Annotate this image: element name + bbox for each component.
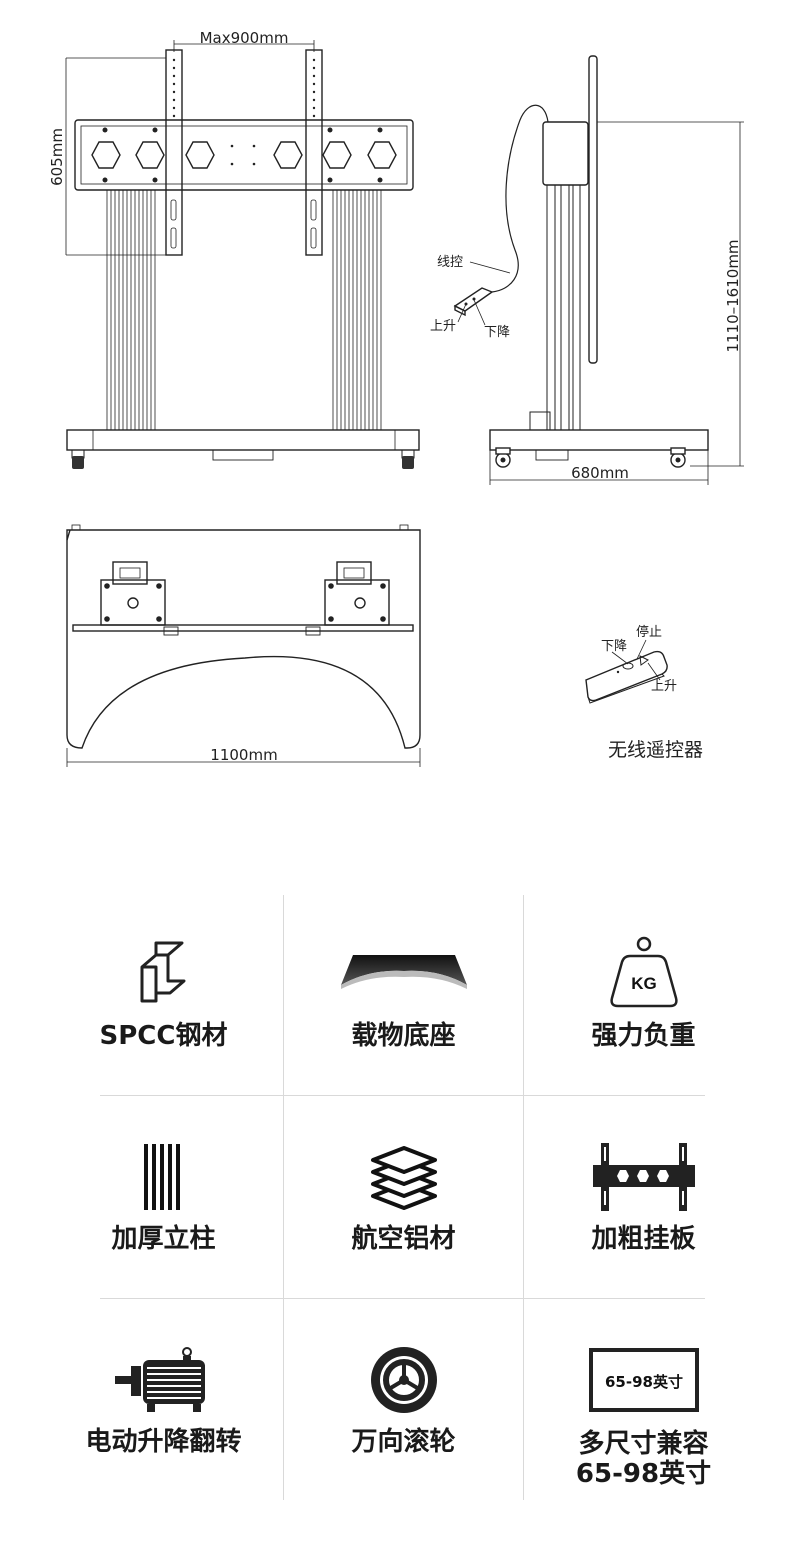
feature-casters: 万向滚轮 xyxy=(285,1301,522,1501)
grid-divider xyxy=(523,895,524,1500)
remote-caption: 无线遥控器 xyxy=(608,739,704,761)
height-range-dimension: 1110–1610mm xyxy=(724,239,742,352)
up-label: 上升 xyxy=(430,319,456,334)
depth-dimension: 680mm xyxy=(571,464,629,482)
base-width-dimension: 1100mm xyxy=(210,746,277,764)
feature-label: 加厚立柱 xyxy=(111,1224,216,1254)
feature-label: 加粗挂板 xyxy=(591,1224,696,1254)
remote-stop-label: 停止 xyxy=(636,624,662,640)
wired-control-label: 线控 xyxy=(437,255,463,270)
remote-down-label: 下降 xyxy=(601,639,627,654)
wheel-icon xyxy=(370,1347,437,1413)
max-width-dimension: Max900mm xyxy=(200,29,289,47)
mount-plate-icon xyxy=(592,1143,695,1211)
steel-profile-icon xyxy=(140,941,185,1003)
features-grid: SPCC钢材 载物底座 KG 强力负重 xyxy=(40,895,750,1500)
feature-label-line2: 65-98英寸 xyxy=(575,1459,712,1489)
weight-kg-text: KG xyxy=(631,974,657,993)
feature-label: 多尺寸兼容 65-98英寸 xyxy=(525,1429,762,1489)
grid-divider xyxy=(100,1095,705,1096)
weight-kg-icon: KG xyxy=(609,936,678,1008)
feature-label-line1: 多尺寸兼容 xyxy=(578,1429,709,1459)
screen-size-icon: 65-98英寸 xyxy=(588,1348,699,1412)
feature-thick-plate: 加粗挂板 xyxy=(525,1098,762,1298)
plate-height-dimension: 605mm xyxy=(48,128,66,186)
layers-icon xyxy=(370,1146,437,1210)
feature-base: 载物底座 xyxy=(285,895,522,1095)
wireless-remote xyxy=(585,639,668,704)
front-view xyxy=(65,40,420,469)
feature-aluminum: 航空铝材 xyxy=(285,1098,522,1298)
column-bars-icon xyxy=(143,1144,180,1210)
motor-icon xyxy=(114,1347,205,1412)
feature-spcc-steel: SPCC钢材 xyxy=(45,895,282,1095)
remote-up-label: 上升 xyxy=(651,679,677,694)
feature-label: SPCC钢材 xyxy=(99,1021,228,1051)
feature-electric-lift: 电动升降翻转 xyxy=(45,1301,282,1501)
screen-size-text: 65-98英寸 xyxy=(605,1373,683,1391)
feature-heavy-load: KG 强力负重 xyxy=(525,895,762,1095)
feature-label: 电动升降翻转 xyxy=(85,1427,242,1457)
feature-label: 载物底座 xyxy=(351,1021,456,1051)
feature-multi-size: 65-98英寸 多尺寸兼容 65-98英寸 xyxy=(525,1301,762,1501)
feature-label: 强力负重 xyxy=(591,1021,696,1051)
base-icon xyxy=(340,955,467,989)
feature-label: 万向滚轮 xyxy=(351,1427,456,1457)
side-view xyxy=(453,55,744,485)
top-view xyxy=(66,524,421,767)
dimension-diagram: Max900mm 605mm 1110–1610mm 680mm 1100mm … xyxy=(48,29,744,767)
feature-label: 航空铝材 xyxy=(351,1224,456,1254)
grid-divider xyxy=(100,1298,705,1299)
feature-thick-column: 加厚立柱 xyxy=(45,1098,282,1298)
grid-divider xyxy=(283,895,284,1500)
down-label: 下降 xyxy=(484,325,510,340)
